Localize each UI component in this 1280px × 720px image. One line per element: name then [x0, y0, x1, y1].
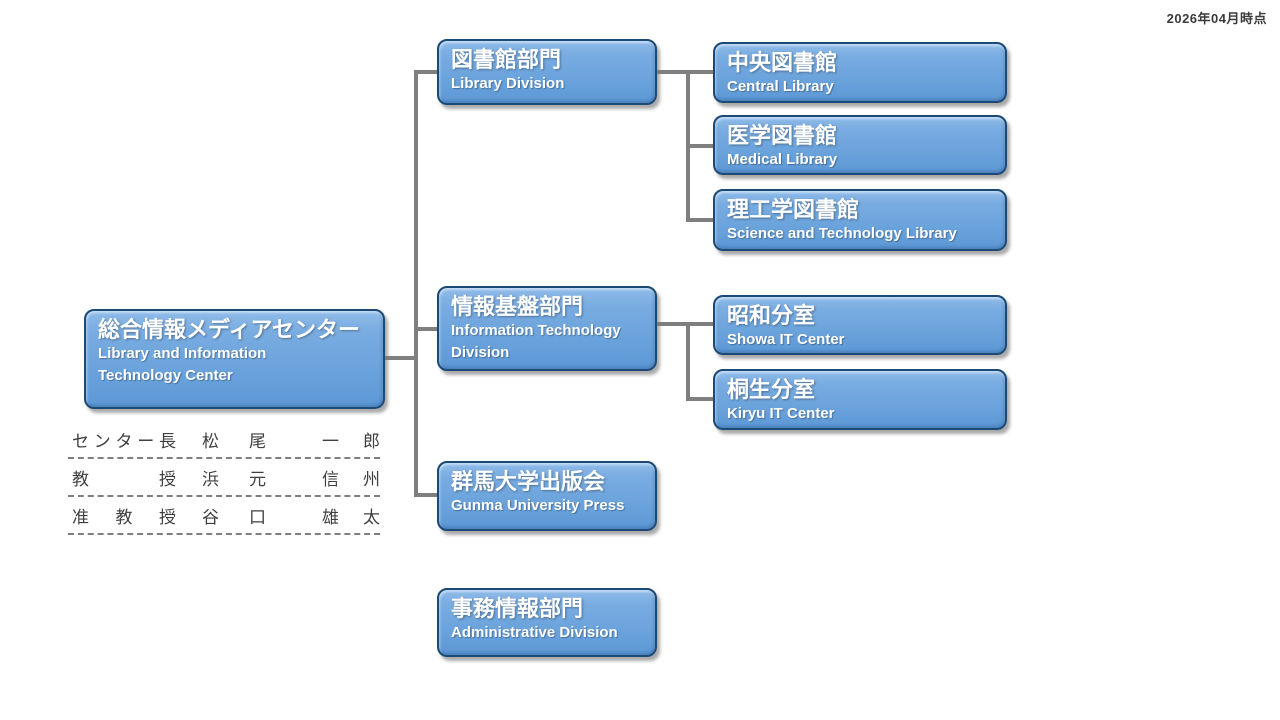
node-title: 中央図書館 — [727, 50, 838, 75]
node-root-title: 総合情報メディアセンター — [98, 317, 361, 342]
staff-given-name: 一郎 — [322, 431, 380, 451]
node-press: 群馬大学出版会 Gunma University Press — [437, 461, 657, 531]
node-title: 群馬大学出版会 — [451, 469, 606, 494]
node-admin-division: 事務情報部門 Administrative Division — [437, 588, 657, 657]
staff-surname: 浜元 — [202, 469, 266, 489]
connector-branch-medical — [686, 144, 713, 148]
staff-surname: 松尾 — [202, 431, 266, 451]
staff-surname: 谷口 — [202, 507, 266, 527]
staff-row: センター長 松尾 一郎 — [68, 421, 380, 459]
node-scitech-library: 理工学図書館 Science and Technology Library — [713, 189, 1007, 251]
node-subtitle: Library Division — [451, 75, 565, 93]
node-subtitle: Administrative Division — [451, 624, 618, 642]
connector-root-vertical — [414, 70, 418, 497]
staff-row: 教授 浜元 信州 — [68, 459, 380, 497]
node-root-subtitle: Library and Information Technology Cente… — [98, 345, 267, 385]
connector-library-stub — [655, 70, 713, 74]
staff-role: 教授 — [72, 469, 176, 489]
node-showa-center: 昭和分室 Showa IT Center — [713, 295, 1007, 355]
node-title: 昭和分室 — [727, 303, 816, 328]
staff-row: 准教授 谷口 雄太 — [68, 497, 380, 535]
node-subtitle: Showa IT Center — [727, 331, 845, 349]
node-library-division: 図書館部門 Library Division — [437, 39, 657, 105]
node-title: 事務情報部門 — [451, 596, 584, 621]
node-subtitle: Science and Technology Library — [727, 225, 957, 243]
connector-branch-press — [414, 493, 437, 497]
node-central-library: 中央図書館 Central Library — [713, 42, 1007, 103]
node-title: 情報基盤部門 — [451, 294, 584, 319]
node-subtitle: Kiryu IT Center — [727, 405, 835, 423]
node-title: 図書館部門 — [451, 47, 562, 72]
connector-branch-scitech — [686, 218, 713, 222]
node-subtitle: Central Library — [727, 78, 834, 96]
node-subtitle: Information Technology Division — [451, 322, 621, 362]
staff-given-name: 信州 — [322, 469, 380, 489]
node-medical-library: 医学図書館 Medical Library — [713, 115, 1007, 175]
node-title: 理工学図書館 — [727, 197, 860, 222]
staff-table: センター長 松尾 一郎 教授 浜元 信州 准教授 谷口 雄太 — [68, 421, 380, 535]
connector-branch-kiryu — [686, 397, 713, 401]
connector-it-stub — [655, 322, 713, 326]
node-kiryu-center: 桐生分室 Kiryu IT Center — [713, 369, 1007, 430]
node-subtitle: Gunma University Press — [451, 497, 625, 515]
node-root: 総合情報メディアセンター Library and Information Tec… — [84, 309, 385, 409]
staff-role: 准教授 — [72, 507, 176, 527]
connector-branch-library — [414, 70, 437, 74]
staff-role: センター長 — [72, 431, 176, 451]
connector-root-stub — [385, 356, 418, 360]
node-it-division: 情報基盤部門 Information Technology Division — [437, 286, 657, 371]
date-note: 2026年04月時点 — [1166, 11, 1267, 26]
node-subtitle: Medical Library — [727, 151, 838, 169]
node-title: 桐生分室 — [727, 377, 816, 402]
node-title: 医学図書館 — [727, 123, 838, 148]
staff-given-name: 雄太 — [322, 507, 380, 527]
connector-branch-it — [414, 327, 437, 331]
connector-it-vertical — [686, 322, 690, 401]
